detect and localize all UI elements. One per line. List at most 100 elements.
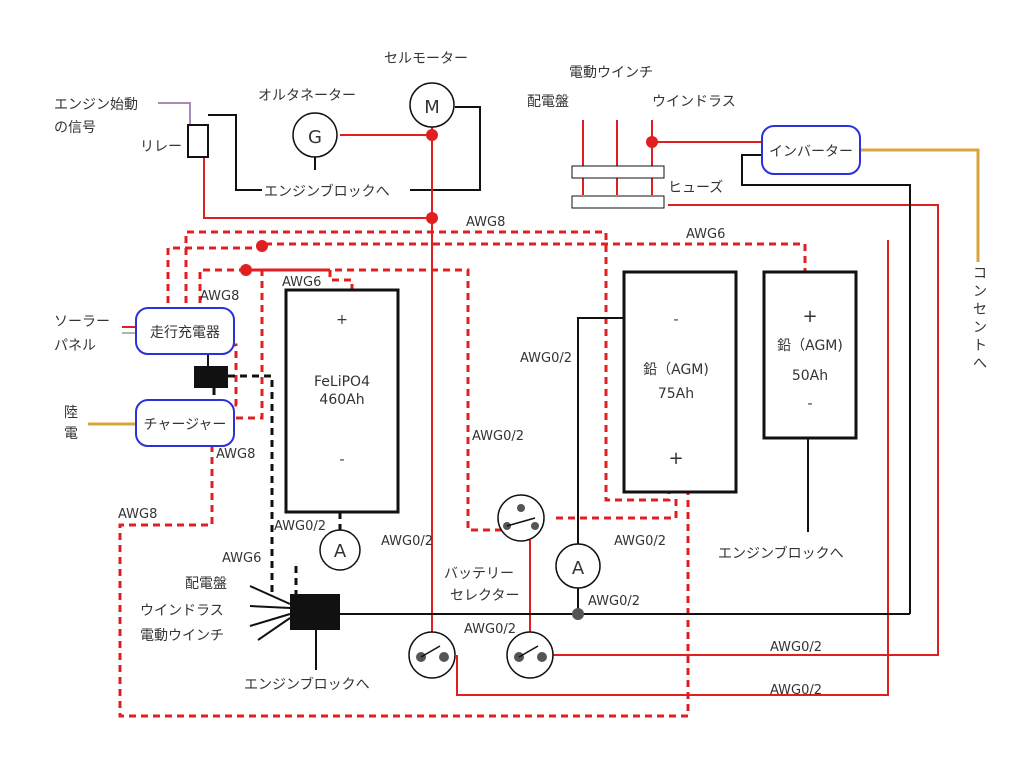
inverter-box: [761, 125, 861, 175]
agm50-capacity: 50Ah: [792, 368, 828, 384]
alternator-label: オルタネーター: [258, 88, 356, 104]
windlass-label-top: ウインドラス: [652, 94, 736, 110]
svg-text:コ: コ: [973, 266, 987, 282]
awg-label: AWG0/2: [770, 683, 822, 698]
ammeter-agm: [555, 543, 601, 589]
charger-label: チャージャー: [144, 417, 227, 433]
load-fanout-wires: [249, 585, 291, 641]
awg-label: AWG6: [686, 227, 725, 242]
awg-label: AWG0/2: [274, 519, 326, 534]
lfp-disconnect-switch: [408, 631, 456, 679]
awg-label: AWG6: [282, 275, 321, 290]
dc-charger-label: 走行充電器: [150, 325, 220, 341]
fuse-1: [571, 165, 665, 179]
awg-label: AWG0/2: [464, 622, 516, 637]
relay-box: [187, 124, 209, 158]
junction-starter: [426, 129, 438, 141]
awg6-lfp-positive: [246, 268, 354, 295]
junction-awg6: [256, 240, 268, 252]
outlet-label: コ ン セ ン ト へ: [973, 266, 987, 372]
lifepo4-battery: [284, 288, 400, 514]
awg-label: AWG0/2: [520, 351, 572, 366]
agm75-negative-wire: [577, 317, 632, 614]
starter-symbol: [409, 82, 455, 128]
alternator-symbol: [292, 112, 338, 158]
load-windlass-label: ウインドラス: [140, 603, 224, 619]
agm75-minus: -: [673, 312, 678, 328]
lifepo4-capacity: 460Ah: [319, 392, 364, 408]
battery-selector-switch: [497, 494, 545, 542]
battery-selector-label-2: セレクター: [450, 588, 519, 604]
agm75-battery: [622, 270, 738, 494]
awg02-selector-feed: [198, 268, 510, 532]
awg-label: AWG0/2: [588, 594, 640, 609]
awg8-charging-wire: [184, 230, 671, 502]
starter-letter: M: [424, 97, 440, 118]
lifepo4-plus: +: [336, 312, 348, 328]
agm50-name: 鉛（AGM): [777, 338, 843, 354]
junction-main: [426, 212, 438, 224]
awg-label: AWG8: [200, 289, 239, 304]
charger-to-lfp-wire: [236, 270, 264, 420]
junction-bus: [572, 608, 584, 620]
agm75-capacity: 75Ah: [658, 386, 694, 402]
junction-inverter: [646, 136, 658, 148]
dc-charger-box: [135, 307, 235, 355]
engine-block-label-top: エンジンブロックへ: [264, 183, 390, 200]
lifepo4-minus: -: [339, 452, 344, 468]
awg-label: AWG0/2: [614, 534, 666, 549]
load-winch-label: 電動ウインチ: [140, 628, 224, 644]
inverter-negative-wire: [741, 154, 911, 614]
alternator-letter: G: [308, 127, 322, 148]
load-distribution-label: 配電盤: [185, 576, 227, 592]
engine-signal-label-2: の信号: [54, 120, 96, 136]
selector-to-agm75: [556, 495, 678, 520]
winch-label-top: 電動ウインチ: [569, 65, 653, 81]
relay-ground-wire: [208, 114, 262, 191]
agm50-plus: +: [802, 306, 817, 327]
starter-label: セルモーター: [384, 51, 468, 67]
engine-block-label-bottom: エンジンブロックへ: [244, 676, 370, 693]
charger-outer-loop: [118, 445, 690, 718]
negative-busbar: [290, 594, 340, 630]
solar-label-1: ソーラー: [54, 314, 110, 330]
ammeter-lfp-letter: A: [334, 541, 347, 562]
inverter-label: インバーター: [769, 144, 853, 160]
awg-label: AWG8: [466, 215, 505, 230]
awg-label: AWG0/2: [770, 640, 822, 655]
distribution-board-label-top: 配電盤: [527, 94, 569, 110]
starter-ground-wire: [410, 106, 481, 191]
svg-text:セ: セ: [973, 302, 987, 318]
fuse-label: ヒューズ: [668, 180, 723, 196]
awg-label: AWG0/2: [381, 534, 433, 549]
relay-feed-wire: [203, 158, 432, 219]
agm-disconnect-switch: [506, 631, 554, 679]
charger-negative-dashed: [228, 374, 274, 520]
charger-busbar: [194, 366, 228, 388]
charger-box: [135, 399, 235, 447]
svg-text:へ: へ: [973, 356, 987, 372]
engine-signal-label-1: エンジン始動: [54, 97, 138, 113]
svg-text:ン: ン: [973, 320, 987, 336]
svg-text:ン: ン: [973, 284, 987, 300]
awg-label: AWG8: [216, 447, 255, 462]
agm75-name: 鉛（AGM): [643, 362, 709, 378]
agm50-minus: -: [807, 396, 812, 412]
fuse-2: [571, 195, 665, 209]
lifepo4-name: FeLiPO4: [314, 374, 370, 390]
ammeter-lfp: [319, 529, 361, 571]
battery-selector-label-1: バッテリー: [444, 566, 514, 582]
ammeter-agm-letter: A: [572, 558, 585, 579]
engine-signal-wire: [158, 102, 191, 128]
shore-label-1: 陸: [64, 405, 78, 421]
agm50-battery: [762, 270, 858, 440]
agm50-positive-wire: [456, 240, 889, 696]
shore-label-2: 電: [64, 426, 78, 442]
solar-label-2: パネル: [54, 338, 96, 354]
awg-label: AWG8: [118, 507, 157, 522]
inverter-ac-wire: [860, 148, 980, 262]
awg-label: AWG0/2: [472, 429, 524, 444]
awg-label: AWG6: [222, 551, 261, 566]
agm75-fuse-wire: [553, 204, 939, 656]
